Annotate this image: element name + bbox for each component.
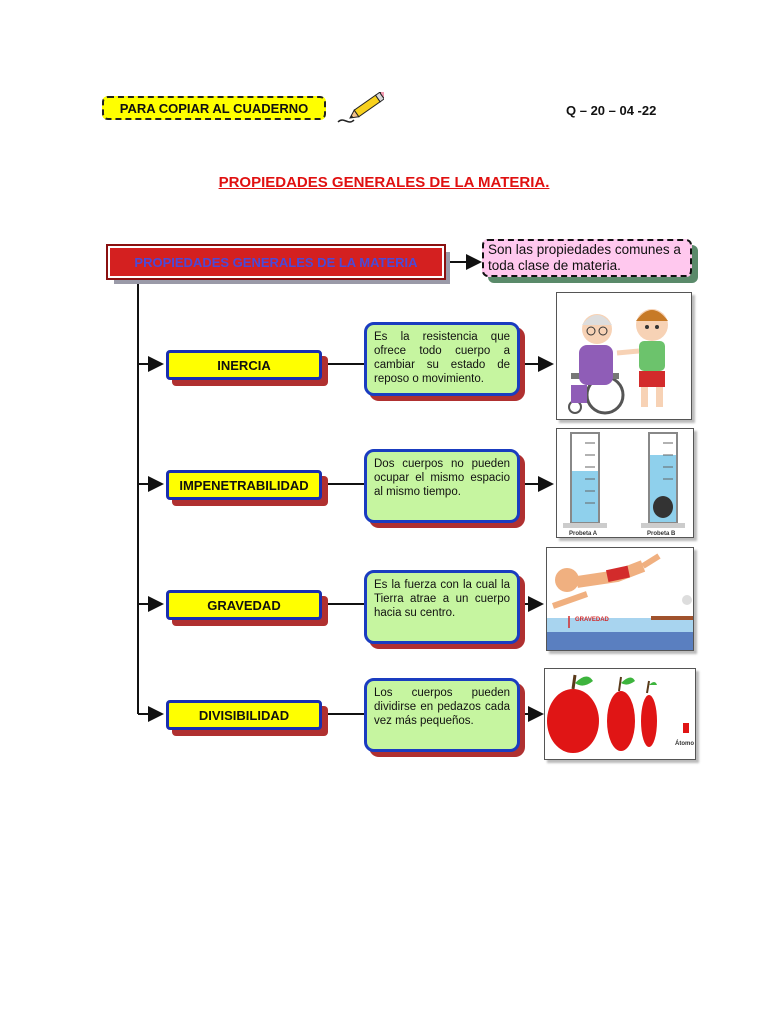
copy-badge-label: PARA COPIAR AL CUADERNO bbox=[119, 100, 309, 116]
definition-text: Son las propiedades comunes a toda clase… bbox=[488, 242, 681, 273]
property-gravedad: GRAVEDAD bbox=[166, 590, 322, 620]
description-impenetrabilidad: Dos cuerpos no pueden ocupar el mismo es… bbox=[364, 449, 520, 523]
inercia-illustration bbox=[556, 292, 692, 420]
property-label: INERCIA bbox=[217, 357, 271, 373]
description-inercia: Es la resistencia que ofrece todo cuerpo… bbox=[364, 322, 520, 396]
page-title: PROPIEDADES GENERALES DE LA MATERIA. bbox=[218, 174, 550, 191]
probeta-b-label: Probeta B bbox=[647, 531, 676, 537]
definition-box: Son las propiedades comunes a toda clase… bbox=[482, 239, 692, 277]
property-label: DIVISIBILIDAD bbox=[198, 707, 290, 723]
date-label: Q – 20 – 04 -22 bbox=[566, 103, 657, 118]
gravedad-illustration: GRAVEDAD bbox=[546, 547, 694, 651]
property-divisibilidad: DIVISIBILIDAD bbox=[166, 700, 322, 730]
copy-to-notebook-badge: PARA COPIAR AL CUADERNO bbox=[102, 96, 326, 120]
property-inercia: INERCIA bbox=[166, 350, 322, 380]
description-divisibilidad: Los cuerpos pueden dividirse en pedazos … bbox=[364, 678, 520, 752]
pencil-icon bbox=[337, 92, 384, 123]
probeta-a-label: Probeta A bbox=[569, 531, 598, 537]
atomo-label: Átomo bbox=[675, 740, 694, 747]
impenetrabilidad-illustration: Probeta A Probeta B bbox=[556, 428, 694, 538]
gravedad-label: GRAVEDAD bbox=[575, 617, 610, 623]
property-label: GRAVEDAD bbox=[207, 597, 281, 613]
description-gravedad: Es la fuerza con la cual la Tierra atrae… bbox=[364, 570, 520, 644]
property-label: IMPENETRABILIDAD bbox=[179, 477, 309, 493]
root-concept-box: PROPIEDADES GENERALES DE LA MATERIA bbox=[106, 244, 446, 280]
property-impenetrabilidad: IMPENETRABILIDAD bbox=[166, 470, 322, 500]
divisibilidad-illustration: Átomo bbox=[544, 668, 696, 760]
root-concept-label: PROPIEDADES GENERALES DE LA MATERIA bbox=[134, 254, 418, 270]
